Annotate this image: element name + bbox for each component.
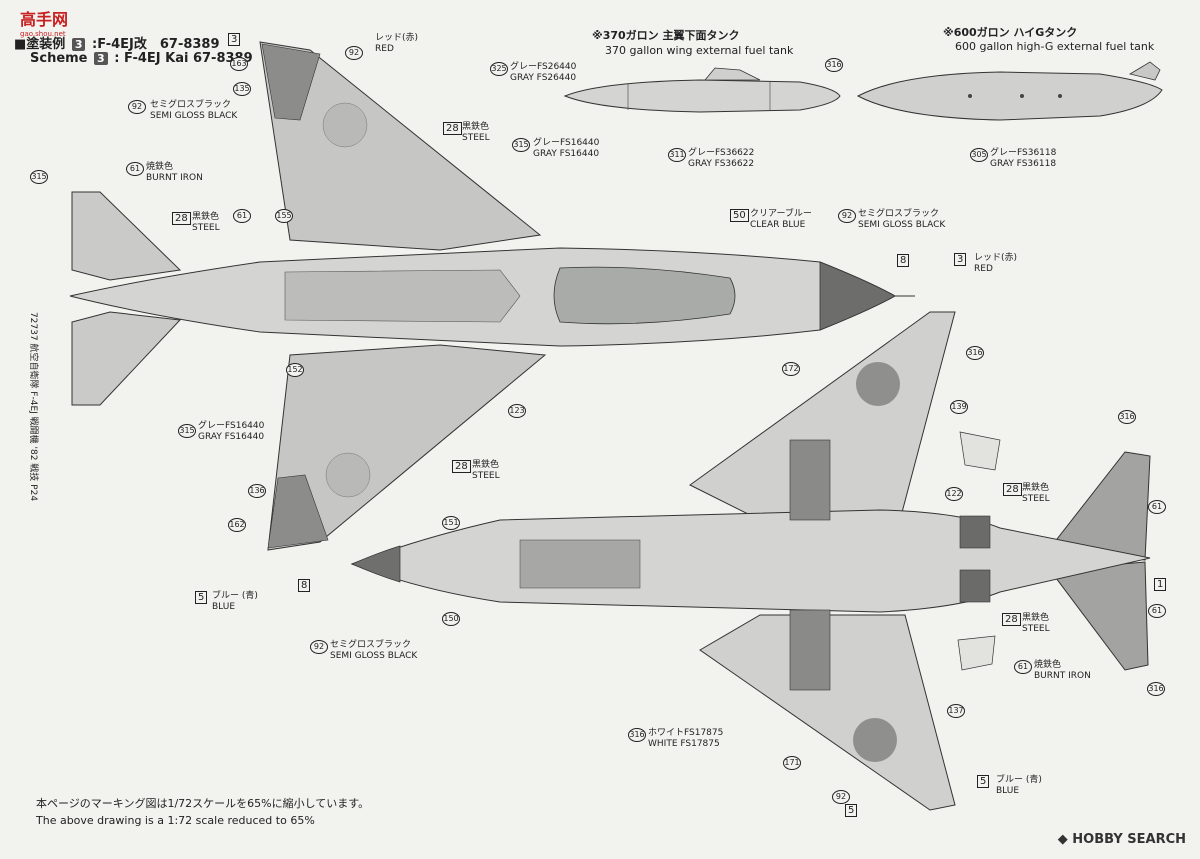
footer-note-jp: 本ページのマーキング図は1/72スケールを65%に縮小しています。 [36, 797, 370, 810]
decal-123: 123 [508, 404, 526, 418]
tank-370-subtitle: 370 gallon wing external fuel tank [605, 44, 794, 57]
decal-152: 152 [286, 363, 304, 377]
decal-163: 163 [230, 57, 248, 71]
decal-316-tank: 316 [825, 58, 843, 72]
callout-3b-number: 3 [954, 253, 967, 266]
callout-316-number: 316 [628, 728, 646, 742]
decal-316-d: 316 [966, 346, 984, 360]
decal-5: 5 [845, 804, 858, 817]
site-logo: 高手网 gao.shou.net [20, 6, 68, 38]
decal-315-a: 315 [30, 170, 48, 184]
decal-92: 92 [345, 46, 363, 60]
decal-135: 135 [233, 82, 251, 96]
tank-600-drawing [856, 61, 1163, 121]
decal-316-c: 316 [1118, 410, 1136, 424]
decal-61-c: 61 [1148, 604, 1166, 618]
callout-61b-number: 61 [1014, 660, 1032, 674]
tank-370-title: ※370ガロン 主翼下面タンク [592, 29, 740, 42]
decal-92-b: 92 [832, 790, 850, 804]
hobby-search-logo-icon: ◆ [1057, 832, 1068, 847]
callout-28c-number: 28 [452, 460, 471, 473]
scheme-prefix-en: Scheme [30, 51, 88, 66]
callout-92b-number: 92 [838, 209, 856, 223]
scheme-number-jp: 3 [71, 38, 86, 51]
callout-28e-number: 28 [1002, 613, 1021, 626]
callout-3-number: 3 [228, 33, 241, 46]
callout-5b-number: 5 [977, 775, 990, 788]
scheme-title-en: Scheme 3 : F-4EJ Kai 67-8389 [30, 51, 253, 66]
callout-311-number: 311 [668, 148, 686, 162]
scheme-number-en: 3 [94, 52, 108, 65]
callout-325-number: 325 [490, 62, 508, 76]
callout-50-number: 50 [730, 209, 749, 222]
callout-92c-number: 92 [310, 640, 328, 654]
decal-171: 171 [783, 756, 801, 770]
decal-155: 155 [275, 209, 293, 223]
callout-blue-b-label: ブルー (青)BLUE [996, 775, 1042, 796]
decal-8-b: 8 [298, 579, 311, 592]
callout-28b-number: 28 [172, 212, 191, 225]
decal-137: 137 [947, 704, 965, 718]
callout-305-number: 305 [970, 148, 988, 162]
tank-600-subtitle: 600 gallon high-G external fuel tank [955, 40, 1155, 53]
tank-370-drawing [563, 67, 841, 113]
decal-139: 139 [950, 400, 968, 414]
callout-28d-number: 28 [1003, 483, 1022, 496]
decal-316-b: 316 [1147, 682, 1165, 696]
decal-150: 150 [442, 612, 460, 626]
callout-315b-number: 315 [178, 424, 196, 438]
decal-61-b: 61 [1148, 500, 1166, 514]
tank-600-title: ※600ガロン ハイGタンク [943, 26, 1078, 39]
decal-8-a: 8 [897, 254, 910, 267]
decal-122: 122 [945, 487, 963, 501]
decal-61-a: 61 [233, 209, 251, 223]
callout-61-number: 61 [126, 162, 144, 176]
callout-red-label: レッド(赤)RED [375, 33, 419, 54]
decal-162: 162 [228, 518, 246, 532]
callout-5-number: 5 [195, 591, 208, 604]
bottom-view-aircraft [350, 311, 1151, 811]
hobby-search-watermark: ◆ HOBBY SEARCH [1058, 832, 1186, 847]
scheme-text-jp: :F-4EJ改 67-8389 [92, 37, 220, 52]
callout-28-number: 28 [443, 122, 462, 135]
site-logo-sub: gao.shou.net [20, 30, 66, 38]
decal-1: 1 [1154, 578, 1167, 591]
top-view-aircraft [69, 41, 915, 551]
decal-151: 151 [442, 516, 460, 530]
scheme-prefix-jp: ■塗装例 [14, 37, 66, 52]
callout-315-number: 315 [512, 138, 530, 152]
hobby-search-text: HOBBY SEARCH [1072, 832, 1186, 847]
callout-92-number: 92 [128, 100, 146, 114]
scheme-text-en: : F-4EJ Kai 67-8389 [114, 51, 253, 66]
decal-172: 172 [782, 362, 800, 376]
decal-136: 136 [248, 484, 266, 498]
footer-note-en: The above drawing is a 1:72 scale reduce… [36, 814, 315, 827]
callout-red-b-label: レッド(赤)RED [974, 253, 1018, 274]
callout-blue-label: ブルー (青)BLUE [212, 591, 258, 612]
scheme-title-jp: ■塗装例 3 :F-4EJ改 67-8389 [14, 33, 220, 52]
site-logo-text: 高手网 [20, 10, 69, 29]
